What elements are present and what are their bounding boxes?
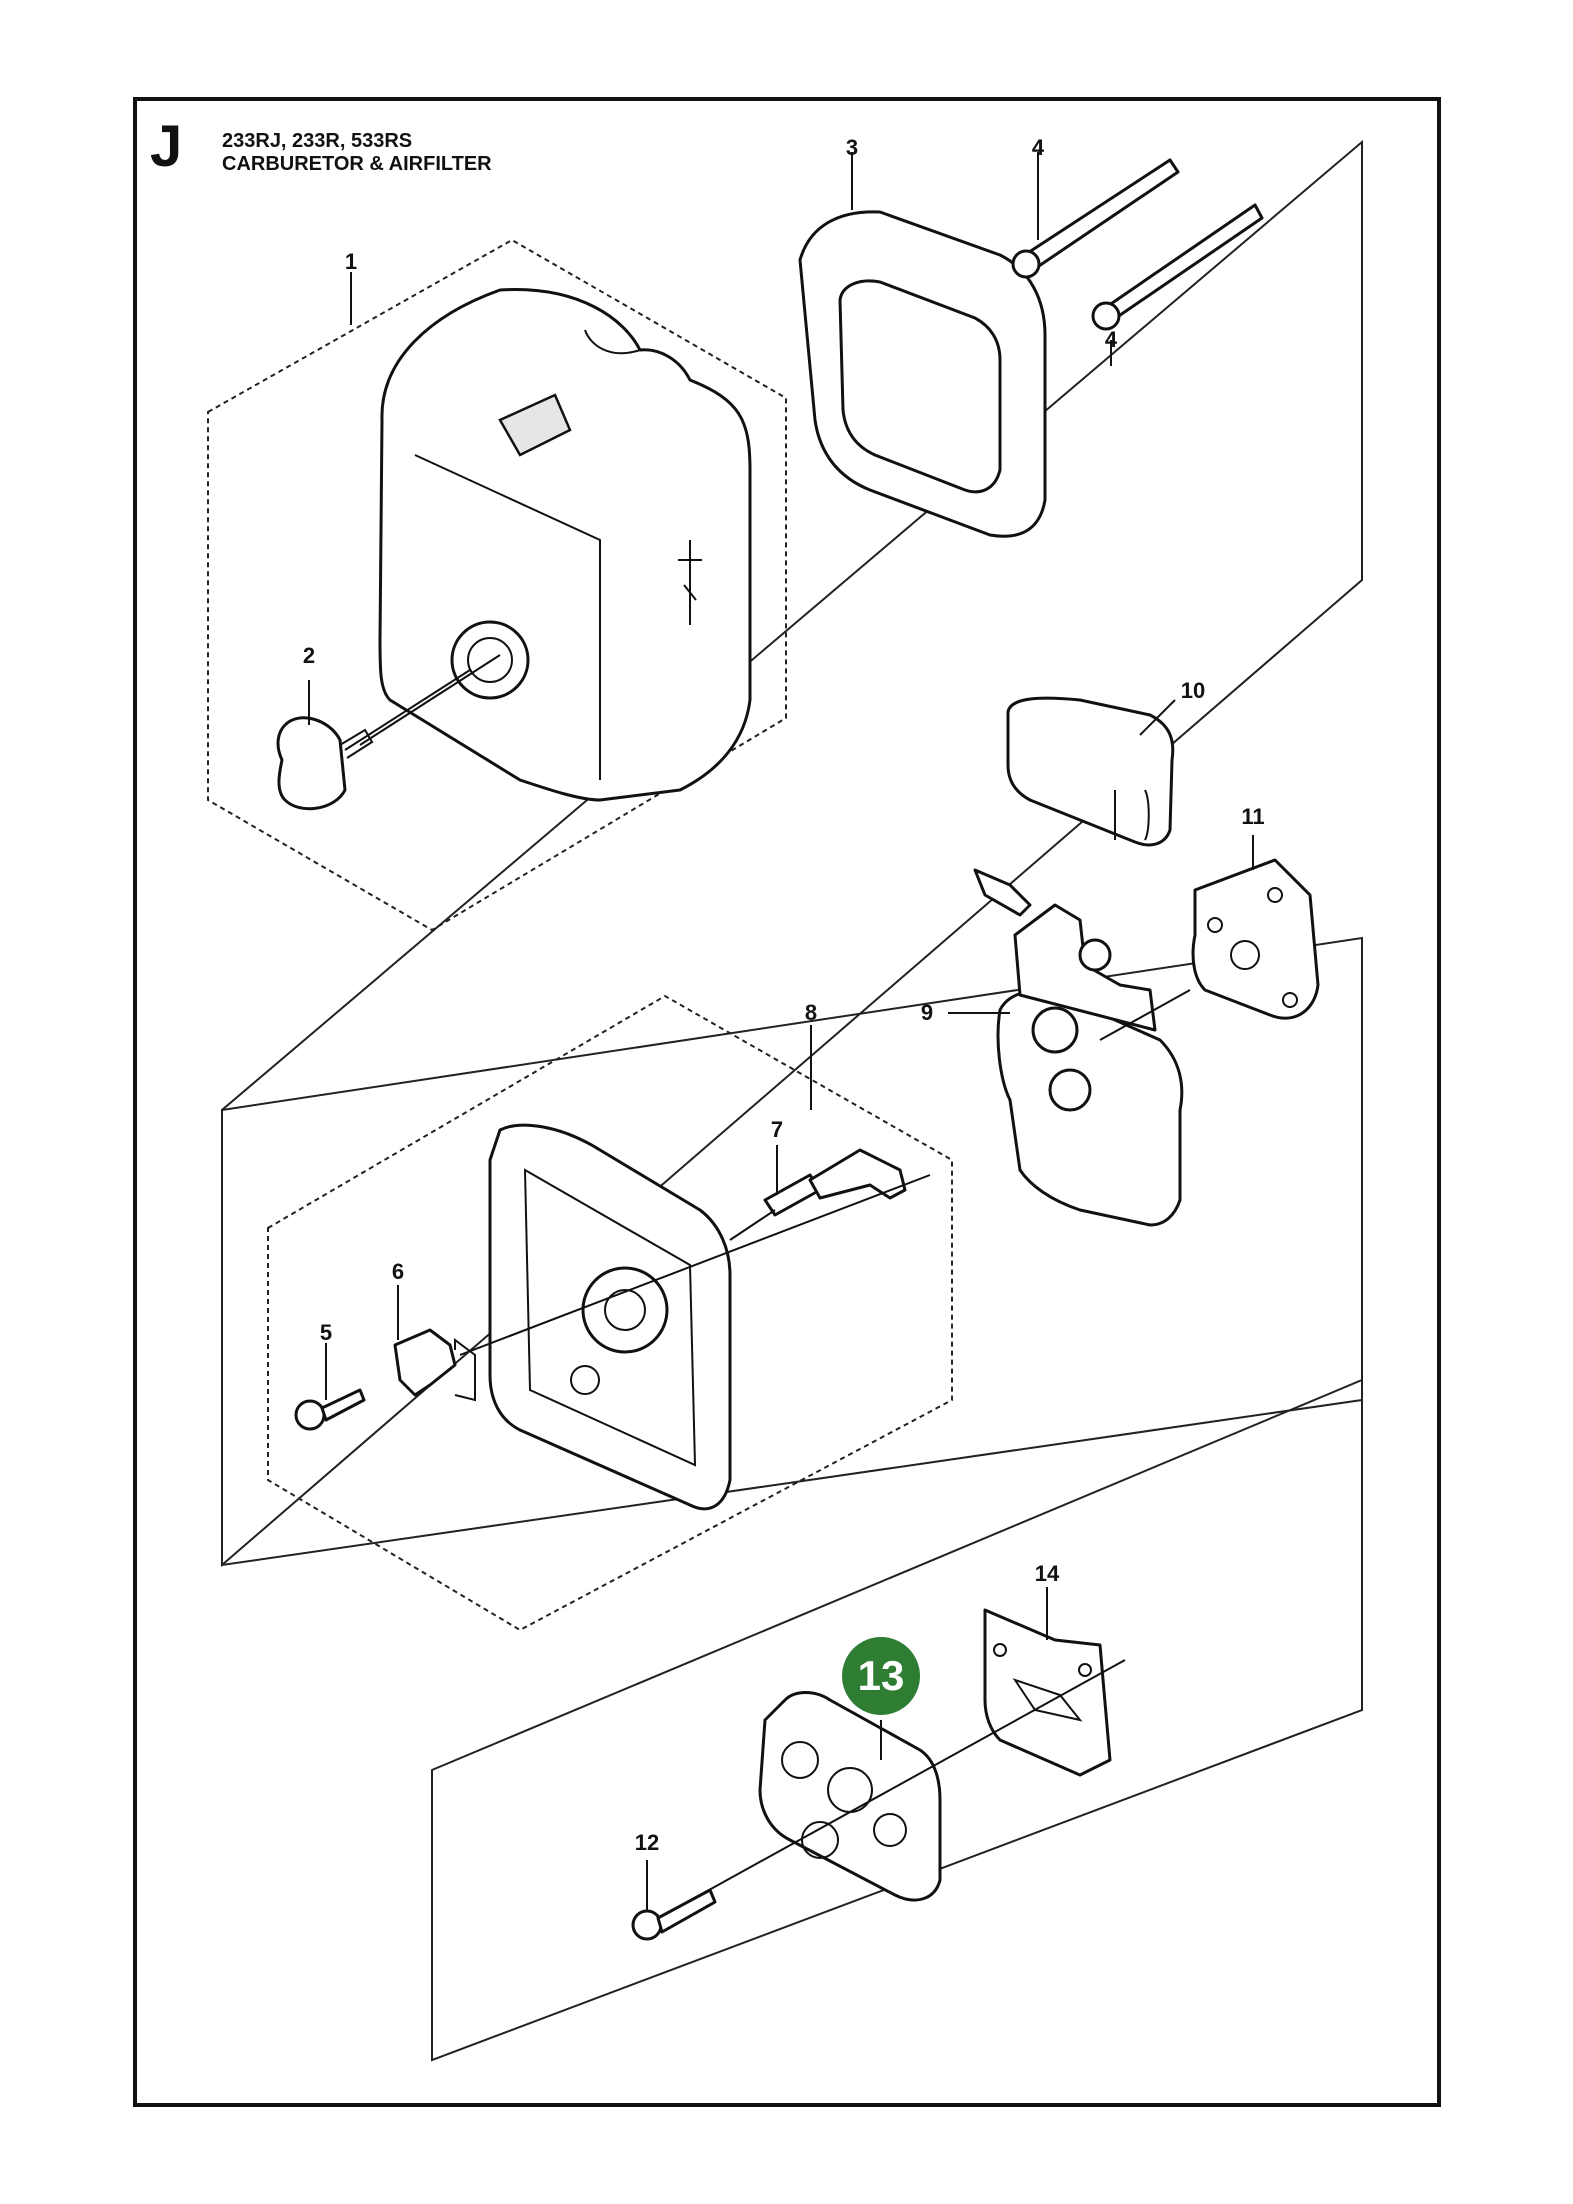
carburetor-gasket-part [1191,858,1320,1020]
callout-6[interactable]: 6 [391,1259,405,1284]
cover-screws-part [1011,158,1264,331]
callout-14[interactable]: 14 [1034,1561,1060,1586]
filter-holder-group-outline [267,994,953,1632]
choke-rod-part [729,1148,907,1241]
callout-10[interactable]: 10 [1180,678,1206,703]
diagram-frame [133,97,1441,2107]
callout-3[interactable]: 3 [845,135,859,160]
callout-4-top[interactable]: 4 [1031,135,1045,160]
callout-7[interactable]: 7 [770,1117,784,1142]
carburetor-cover-part [1006,696,1175,847]
filter-element-part [798,210,1047,538]
section-letter: J [150,114,183,179]
intake-adapter-part [758,1691,942,1902]
choke-plate-part [393,1328,476,1402]
axis-line-carb [1099,989,1191,1041]
callout-1[interactable]: 1 [344,249,358,274]
plate-screw-part [294,1388,366,1431]
adapter-screw-part [631,1888,717,1941]
model-list: 233RJ, 233R, 533RS [222,130,413,152]
callout-4-bottom[interactable]: 4 [1104,327,1118,352]
callout-13-highlight-badge[interactable]: 13 [842,1637,920,1715]
upper-assembly-plane [221,139,1363,1568]
section-title: CARBURETOR & AIRFILTER [222,153,492,175]
middle-assembly-plane [221,936,1363,1567]
carburetor-part [973,868,1184,1227]
axis-line-cover [359,654,501,746]
filter-holder-part [488,1123,732,1511]
callout-5[interactable]: 5 [319,1320,333,1345]
diagram-title-block: 233RJ, 233R, 533RS CARBURETOR & AIRFILTE… [222,130,492,176]
callout-11[interactable]: 11 [1241,804,1265,829]
airfilter-cover-group-outline [207,238,787,932]
airfilter-cover-part [378,288,752,802]
axis-line-intake [699,1659,1126,1896]
callout-8[interactable]: 8 [804,1000,818,1025]
axis-line-choke [459,1174,931,1356]
callout-9[interactable]: 9 [920,1000,934,1025]
callout-12[interactable]: 12 [634,1830,660,1855]
lower-assembly-plane [431,1378,1363,2062]
cover-knob-part [276,669,471,811]
callout-2[interactable]: 2 [302,643,316,668]
